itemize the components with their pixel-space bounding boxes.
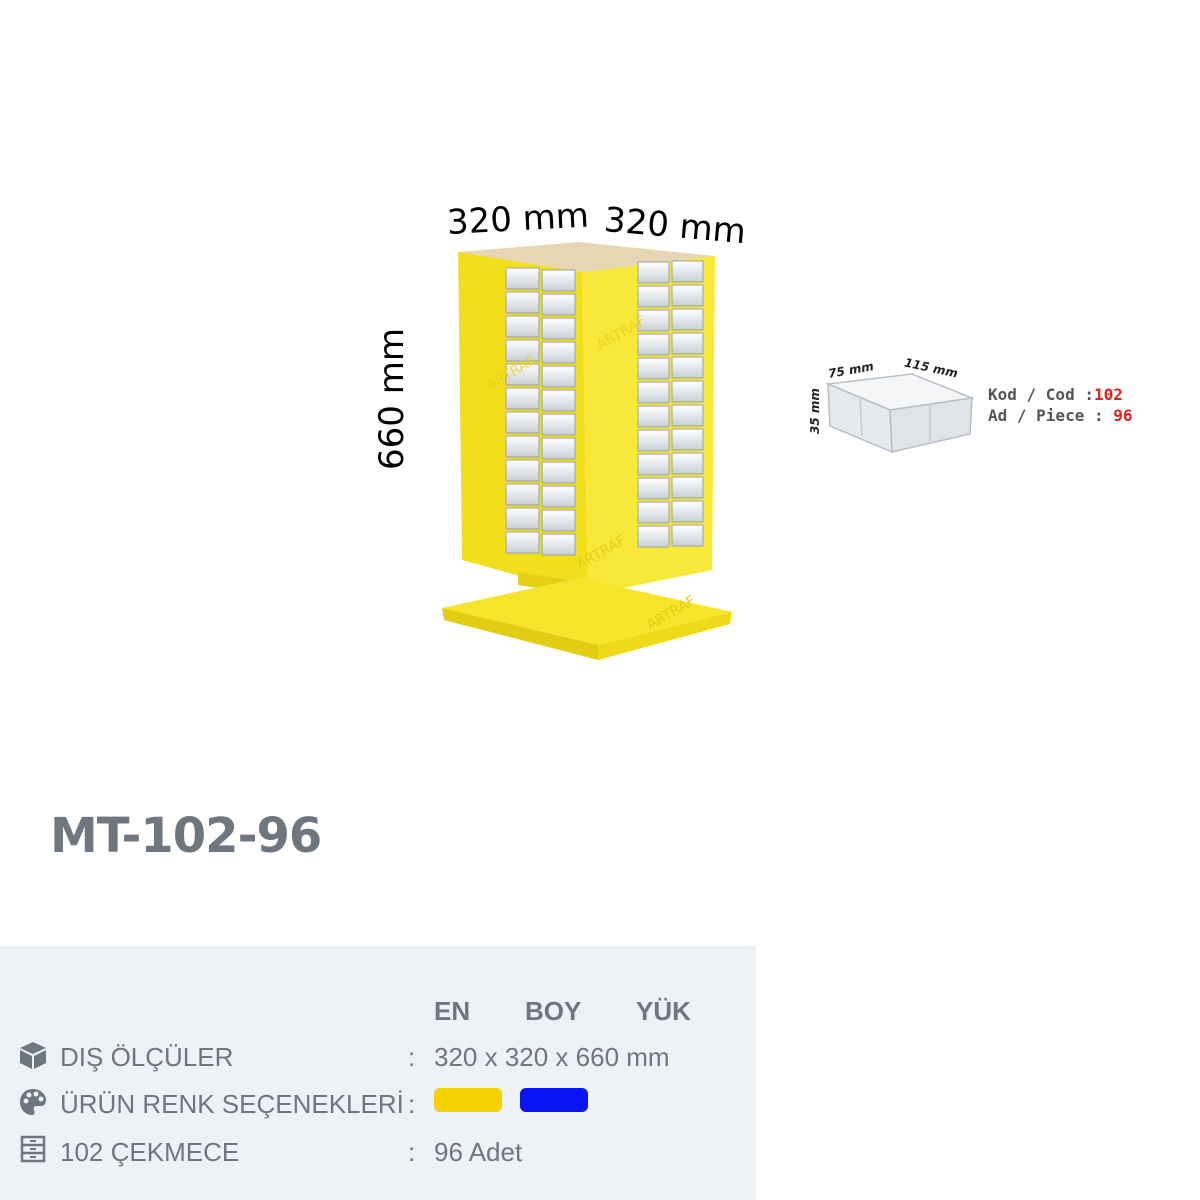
cabinet-base-right	[598, 612, 732, 660]
column-header-en: EN	[434, 996, 471, 1026]
drawer-cell	[637, 405, 670, 428]
drawer-cell	[637, 429, 670, 452]
spec-colon: :	[408, 1089, 416, 1119]
piece-value: 96	[1113, 406, 1133, 425]
drawer-cell	[637, 501, 670, 524]
spec-value-drawers: 96 Adet	[434, 1137, 523, 1167]
spec-label-color-options: ÜRÜN RENK SEÇENEKLERİ	[60, 1089, 404, 1119]
box-icon	[20, 1042, 46, 1069]
code-value: 102	[1093, 385, 1123, 404]
cabinet-base-top	[442, 578, 732, 645]
drawer-cell	[541, 413, 576, 436]
drawer-cell	[637, 381, 670, 404]
drawer-cell	[637, 285, 670, 308]
drawer-cell	[541, 317, 576, 340]
drawer-cell	[671, 284, 704, 307]
drawer-icon	[20, 1135, 46, 1163]
drawer-cell	[671, 260, 704, 283]
drawer-cell	[541, 389, 576, 412]
drawer-cell	[505, 483, 540, 506]
right-drawer-grid	[637, 260, 704, 548]
drawer-cell	[505, 315, 540, 338]
drawer-cell	[671, 380, 704, 403]
drawer-cell	[541, 341, 576, 364]
spec-colon: :	[408, 1137, 416, 1167]
drawer-cell	[637, 453, 670, 476]
drawer-cell	[671, 404, 704, 427]
drawer-cell	[671, 476, 704, 499]
drawer-cell	[637, 261, 670, 284]
drawer-illustration	[825, 373, 975, 454]
drawer-cell	[505, 339, 540, 362]
drawer-cell	[541, 533, 576, 556]
spec-label-drawers: 102 ÇEKMECE	[60, 1137, 240, 1167]
drawer-cell	[541, 461, 576, 484]
spec-value-outer-dimensions: 320 x 320 x 660 mm	[434, 1042, 670, 1072]
drawer-cell	[505, 363, 540, 386]
drawer-cell	[671, 428, 704, 451]
drawer-cell	[505, 291, 540, 314]
drawer-cell	[637, 525, 670, 548]
drawer-cell	[505, 459, 540, 482]
drawer-cell	[505, 411, 540, 434]
spec-panel	[0, 946, 756, 1200]
drawer-cell	[671, 308, 704, 331]
drawer-cell	[541, 293, 576, 316]
spec-label-outer-dimensions: DIŞ ÖLÇÜLER	[60, 1042, 234, 1072]
drawer-cell	[541, 365, 576, 388]
drawer-code-row: Kod / Cod :102	[988, 384, 1133, 405]
drawer-cell	[671, 524, 704, 547]
left-drawer-grid	[505, 267, 576, 556]
drawer-cell	[541, 485, 576, 508]
drawer-piece-row: Ad / Piece : 96	[988, 405, 1133, 426]
drawer-cell	[671, 332, 704, 355]
color-swatch-blue[interactable]	[520, 1088, 588, 1112]
drawer-cell	[637, 477, 670, 500]
palette-icon	[20, 1089, 46, 1115]
drawer-cell	[671, 500, 704, 523]
cabinet-illustration: ARTRAF ARTRAF ARTRAF ARTRAF	[442, 242, 732, 660]
drawer-cell	[505, 267, 540, 290]
column-header-yuk: YÜK	[636, 996, 691, 1026]
piece-sep: :	[1093, 406, 1104, 425]
spec-colon: :	[408, 1042, 416, 1072]
cabinet-base-left	[442, 608, 598, 660]
drawer-cell	[637, 357, 670, 380]
drawer-cell	[505, 387, 540, 410]
product-title: MT-102-96	[50, 808, 322, 864]
height-dimension-label: 660 mm	[372, 328, 412, 470]
color-swatch-yellow[interactable]	[434, 1088, 502, 1112]
drawer-height-label: 35 mm	[808, 388, 822, 434]
piece-label: Ad / Piece	[988, 406, 1085, 425]
code-label: Kod / Cod	[988, 385, 1075, 404]
column-header-boy: BOY	[525, 996, 582, 1026]
drawer-cell	[505, 531, 540, 554]
drawer-cell	[541, 509, 576, 532]
code-sep: :	[1084, 385, 1094, 404]
cabinet-top	[458, 242, 715, 272]
drawer-cell	[671, 452, 704, 475]
drawer-cell	[505, 435, 540, 458]
drawer-cell	[541, 269, 576, 292]
drawer-cell	[505, 507, 540, 530]
drawer-cell	[671, 356, 704, 379]
width-dimension-label: 320 mm	[446, 195, 590, 243]
drawer-cell	[541, 437, 576, 460]
drawer-cell	[637, 333, 670, 356]
drawer-code-info: Kod / Cod :102 Ad / Piece : 96	[988, 384, 1133, 426]
drawer-cell	[637, 309, 670, 332]
